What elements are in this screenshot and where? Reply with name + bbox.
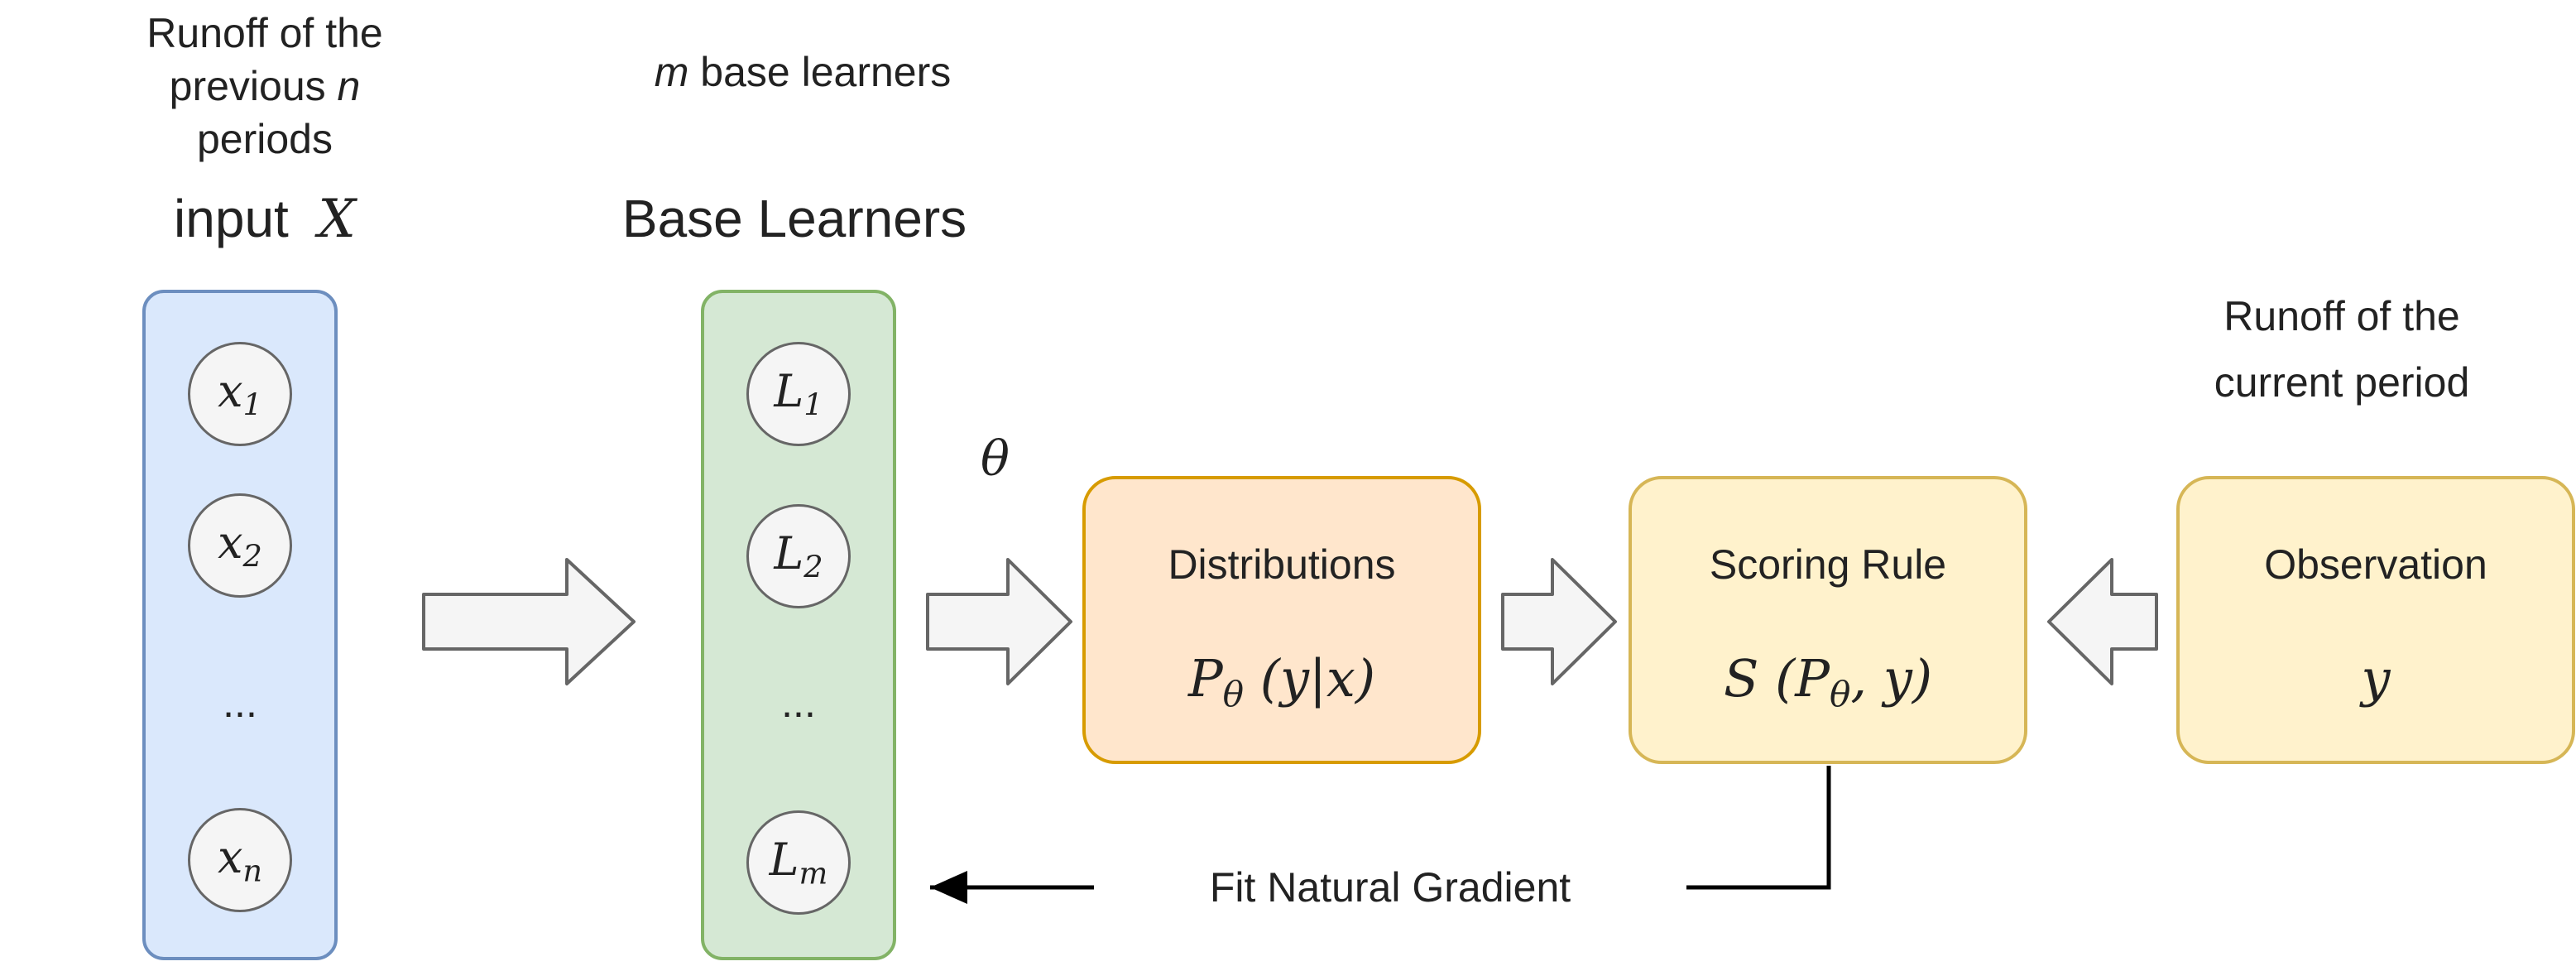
observation-caption-line1: Runoff of the — [2223, 293, 2460, 339]
learners-caption: m base learners — [654, 49, 952, 95]
input-caption-line1: Runoff of the — [146, 10, 383, 56]
observation-formula: y — [2361, 648, 2391, 709]
feedback-line-right — [1686, 766, 1831, 890]
learner-node-lm: Lm — [746, 810, 851, 915]
input-caption: Runoff of the previous n periods — [99, 7, 430, 166]
learner-node-l2: L2 — [746, 504, 851, 608]
distributions-formula: Pθ (y|x) — [1187, 648, 1376, 714]
input-caption-line2: previous n periods — [169, 63, 361, 162]
observation-caption-line2: current period — [2214, 359, 2470, 406]
arrow-input-to-learners — [422, 558, 636, 685]
learner-node-l1: L1 — [746, 342, 851, 446]
input-node-x2: x2 — [188, 493, 292, 598]
input-ellipsis: ... — [223, 680, 257, 726]
scoring-rule-formula: S (Pθ, y) — [1723, 648, 1933, 714]
scoring-rule-box: Scoring Rule S (Pθ, y) — [1629, 476, 2027, 764]
input-node-xn: xn — [188, 808, 292, 912]
observation-title: Observation — [2264, 541, 2487, 588]
arrow-distributions-to-scoring — [1501, 558, 1617, 685]
arrow-observation-to-scoring — [2047, 558, 2158, 685]
feedback-label: Fit Natural Gradient — [1209, 864, 1571, 911]
distributions-box: Distributions Pθ (y|x) — [1082, 476, 1481, 764]
learners-ellipsis: ... — [781, 680, 816, 726]
observation-caption: Runoff of the current period — [2151, 290, 2532, 409]
theta-label: θ — [981, 430, 1010, 487]
input-node-x1: x1 — [188, 342, 292, 446]
input-title: input X — [174, 189, 356, 250]
observation-box: Observation y — [2176, 476, 2575, 764]
scoring-rule-title: Scoring Rule — [1709, 541, 1947, 588]
distributions-title: Distributions — [1168, 541, 1396, 588]
arrow-learners-to-distributions — [926, 558, 1072, 685]
base-learners-title: Base Learners — [621, 189, 967, 248]
